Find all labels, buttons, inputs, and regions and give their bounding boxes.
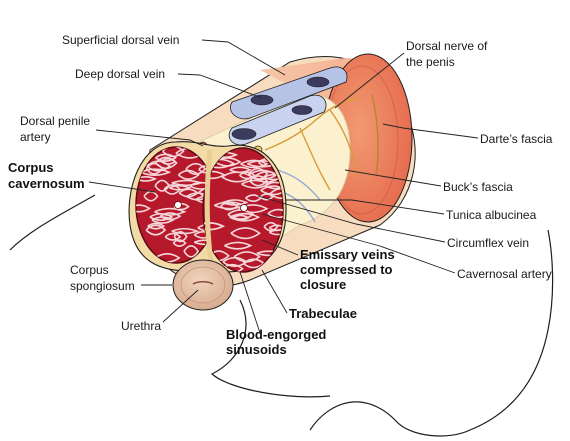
label-blood-engorged-sinusoids: Blood-engorged sinusoids — [226, 327, 330, 357]
label-dorsal-penile-artery: Dorsal penile artery — [20, 114, 93, 144]
trabecula-strand — [240, 159, 269, 169]
cavernosal-artery-right — [240, 204, 248, 212]
trabecula-strand — [260, 185, 283, 196]
label-corpus-spongiosum: Corpus spongiosum — [70, 263, 135, 293]
trabecula-strand — [136, 204, 151, 213]
label-superficial-dorsal-vein: Superficial dorsal vein — [62, 33, 179, 47]
trabecula-strand — [169, 184, 192, 191]
trabecula-strand — [267, 208, 283, 219]
label-emissary-veins: Emissary veins compressed to closure — [300, 247, 398, 292]
label-deep-dorsal-vein: Deep dorsal vein — [75, 67, 165, 81]
trabecula-strand — [171, 227, 200, 235]
label-dartos-fascia: Darte’s fascia — [480, 132, 553, 146]
trabecula-strand — [151, 216, 175, 224]
trabecula-strand — [149, 212, 174, 221]
trabecula-strand — [222, 199, 249, 206]
trabecula-strand — [183, 245, 200, 258]
trabecula-strand — [173, 230, 188, 243]
trabecula-strand — [264, 181, 283, 190]
trabecula-strand — [140, 168, 172, 176]
trabecula-strand — [259, 193, 275, 201]
trabecula-strand — [224, 241, 253, 250]
corpus-spongiosum — [172, 259, 234, 311]
leader-lines — [88, 39, 479, 334]
trabecula-strand — [164, 232, 182, 241]
trabecula-strand — [136, 176, 158, 182]
trabecula-strand — [233, 251, 261, 263]
trabecula-strand — [214, 157, 242, 167]
trabecula-strand — [145, 162, 164, 175]
trabecula-strand — [229, 212, 261, 222]
label-bucks-fascia: Buck’s fascia — [443, 180, 513, 194]
superficial-dorsal-vein-band — [230, 66, 348, 120]
label-corpus-cavernosum: Corpus cavernosum — [8, 160, 85, 191]
trabecula-strand — [177, 169, 200, 180]
trabecula-strand — [155, 153, 178, 162]
trabecula-strand — [185, 162, 207, 175]
label-dorsal-nerve: Dorsal nerve of the penis — [406, 39, 491, 69]
trabecula-strand — [143, 190, 159, 202]
septum — [204, 149, 215, 269]
trabecula-strand — [145, 224, 167, 236]
deep-dorsal-vein-band — [228, 94, 327, 146]
trabecula-strand — [159, 212, 182, 221]
trabecula-strand — [263, 221, 279, 232]
cavernosal-artery-left — [174, 201, 182, 209]
label-trabeculae: Trabeculae — [289, 306, 357, 321]
trabecula-strand — [193, 239, 216, 246]
trabecula-strand — [239, 171, 256, 180]
label-urethra: Urethra — [121, 319, 161, 333]
scrotum-outline — [210, 299, 331, 398]
trabecula-strand — [222, 256, 248, 268]
trabecula-strand — [269, 187, 283, 200]
label-tunica-albuginea: Tunica albucinea — [446, 208, 537, 222]
label-cavernosal-artery: Cavernosal artery — [457, 267, 552, 281]
body-outline — [9, 194, 554, 437]
trabecula-strand — [229, 166, 252, 174]
trabecula-strand — [146, 160, 171, 172]
trabecula-strand — [241, 179, 271, 189]
urethra-slit — [192, 280, 214, 285]
trabecula-strand — [147, 222, 166, 230]
trabecula-strand — [230, 227, 261, 240]
label-circumflex-vein: Circumflex vein — [447, 236, 529, 250]
